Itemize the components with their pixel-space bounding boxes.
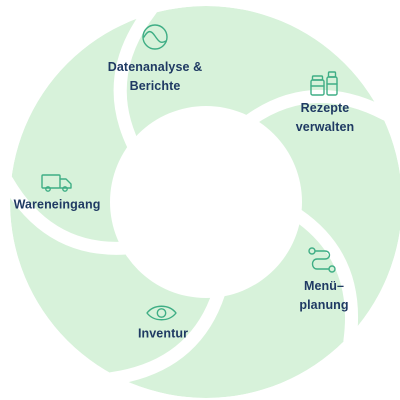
label-menue-planung: Menü– planung xyxy=(299,277,348,315)
label-line: Menü– xyxy=(303,279,345,293)
label-line: Berichte xyxy=(129,79,181,93)
label-line: Datenanalyse & xyxy=(107,60,203,74)
label-line: Inventur xyxy=(137,326,189,341)
label-datenanalyse-berichte: Datenanalyse & Berichte xyxy=(108,58,203,96)
label-inventur: Inventur xyxy=(138,325,188,344)
eye-icon xyxy=(146,305,177,321)
label-line: Rezepte xyxy=(300,101,350,115)
label-line: Wareneingang xyxy=(13,197,101,212)
segment-separators xyxy=(0,3,393,386)
segment-separator xyxy=(113,3,158,152)
label-line: planung xyxy=(299,298,349,312)
route-icon xyxy=(308,247,336,273)
segment-separator xyxy=(242,89,393,128)
truck-icon xyxy=(41,174,72,192)
jars-icon xyxy=(310,71,338,96)
segment-separator xyxy=(290,208,359,348)
segment-icons xyxy=(41,24,338,321)
label-line: verwalten xyxy=(295,120,355,134)
chart-curve-icon xyxy=(142,24,168,50)
label-wareneingang: Wareneingang xyxy=(14,196,101,215)
segment-ring xyxy=(0,3,400,398)
label-rezepte-verwalten: Rezepte verwalten xyxy=(296,99,355,137)
segment-separator xyxy=(105,286,226,386)
segment-separator xyxy=(0,174,133,255)
